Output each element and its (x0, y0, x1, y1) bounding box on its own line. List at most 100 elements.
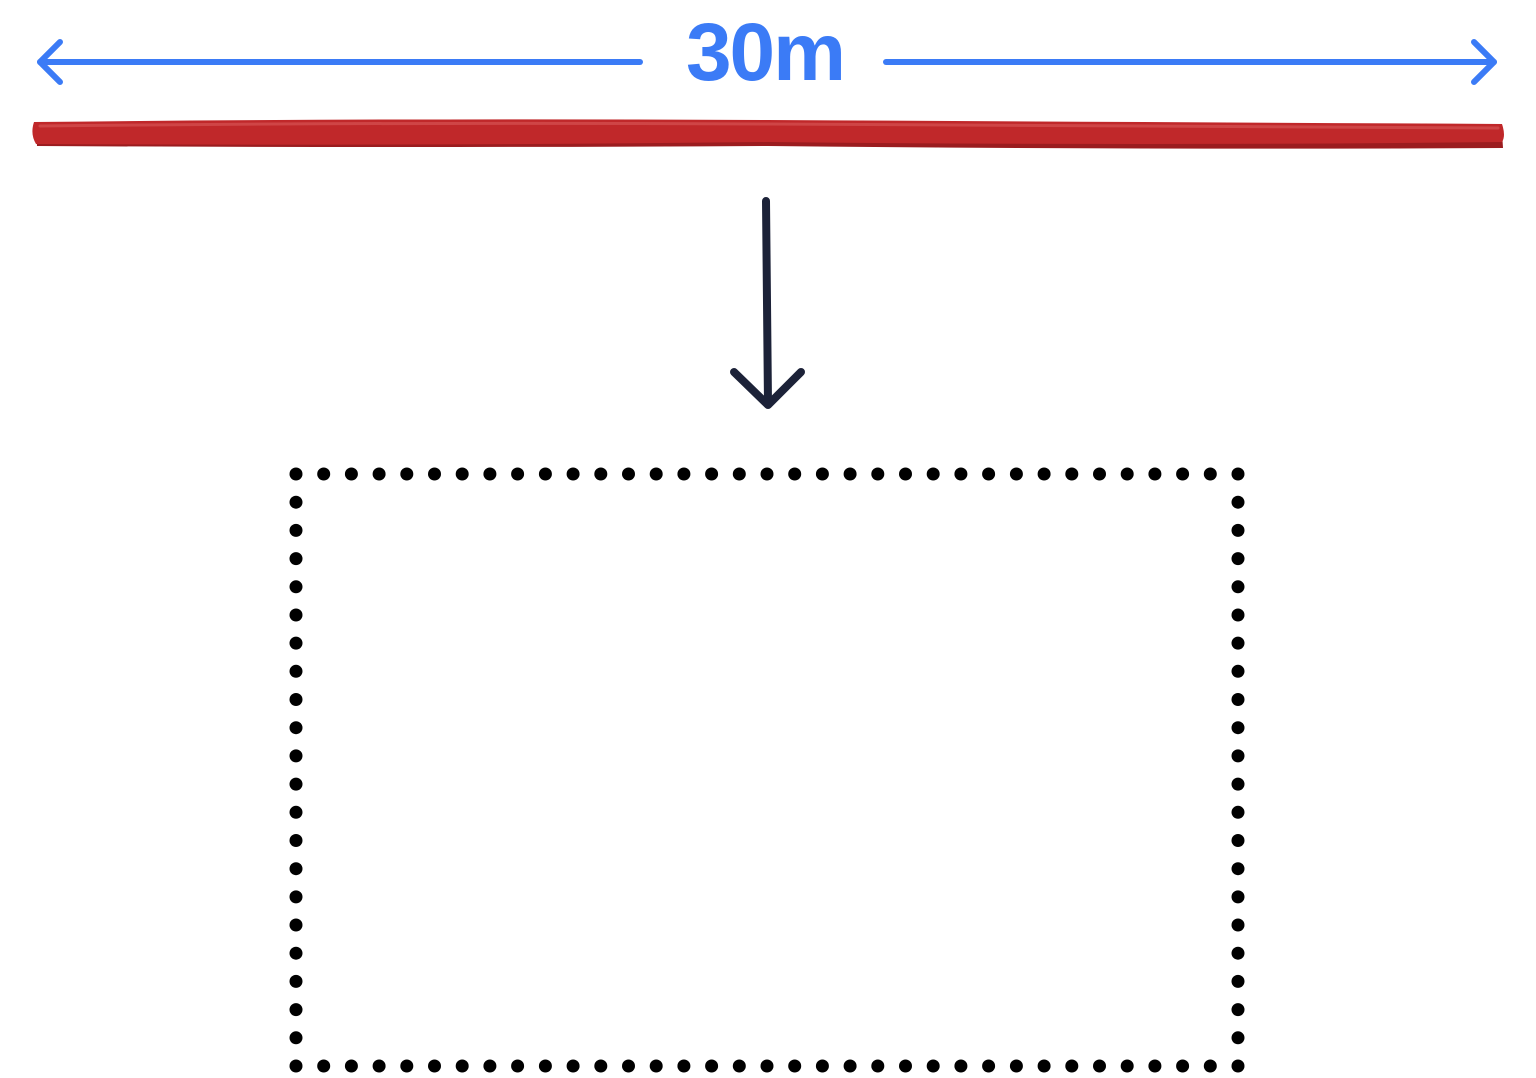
dot (926, 1059, 940, 1073)
dotted-rectangle (289, 467, 1245, 1073)
dot (788, 467, 802, 481)
dot (649, 467, 663, 481)
dot (289, 1003, 303, 1017)
dot (289, 495, 303, 509)
dot (428, 1059, 441, 1073)
dot (400, 1059, 414, 1073)
dot (1148, 1059, 1162, 1073)
dot (1093, 467, 1106, 481)
dot (289, 1059, 303, 1073)
rope (32, 119, 1504, 149)
arrow-right-icon (1471, 39, 1497, 85)
dot (483, 467, 497, 481)
down-arrow-head (730, 368, 805, 409)
dot (1176, 467, 1190, 481)
length-label: 30m (685, 7, 846, 98)
dot (1231, 580, 1245, 594)
dot (1231, 749, 1245, 763)
dot (344, 1059, 358, 1073)
dot (843, 467, 857, 481)
dot (871, 467, 885, 481)
dot (289, 721, 303, 735)
dot (317, 1059, 331, 1073)
arrow-down-icon (730, 197, 805, 409)
dot (1231, 862, 1245, 876)
dot (899, 467, 912, 481)
dot (760, 467, 774, 481)
dot (289, 890, 303, 904)
dot (1231, 636, 1245, 650)
dot (622, 1059, 635, 1073)
dot (1231, 608, 1245, 622)
dot (1231, 523, 1245, 537)
dot (788, 1059, 802, 1073)
dot (1231, 974, 1245, 988)
dot (289, 834, 303, 847)
dot (289, 552, 303, 566)
dot (400, 467, 414, 481)
dot (1065, 1059, 1079, 1073)
dot (677, 467, 691, 481)
dot (871, 1059, 885, 1073)
dot (815, 467, 829, 481)
dot (289, 467, 303, 481)
dot (1231, 495, 1245, 509)
dot (1231, 834, 1245, 847)
dot (1231, 552, 1245, 566)
rope-highlight (38, 121, 1500, 130)
dot (289, 693, 303, 706)
dot (289, 580, 303, 594)
dot (289, 608, 303, 622)
dot (289, 862, 303, 876)
dot (317, 467, 331, 481)
dot (622, 467, 635, 481)
dot (1231, 777, 1245, 791)
dot (954, 1059, 968, 1073)
dot (732, 1059, 746, 1073)
dot (1231, 890, 1245, 904)
dot (594, 1059, 608, 1073)
dot (1231, 805, 1245, 819)
dot (1037, 467, 1051, 481)
dot (1176, 1059, 1190, 1073)
dot (705, 1059, 719, 1073)
dot (677, 1059, 691, 1073)
dot (1231, 918, 1245, 932)
dot (1203, 467, 1217, 481)
dot (455, 467, 469, 481)
dot (1120, 467, 1134, 481)
dot (289, 946, 303, 960)
dot (344, 467, 358, 481)
measure-line-right (883, 39, 1497, 85)
dot (289, 777, 303, 791)
dot (289, 749, 303, 763)
dot (649, 1059, 663, 1073)
dot (1009, 467, 1023, 481)
dot (289, 664, 303, 678)
dot (566, 467, 580, 481)
dot (926, 467, 940, 481)
dot (511, 1059, 525, 1073)
dot (455, 1059, 469, 1073)
dot (289, 918, 303, 932)
dot (732, 467, 746, 481)
dot (428, 467, 441, 481)
dot (899, 1059, 912, 1073)
dot (954, 467, 968, 481)
down-arrow-shaft (762, 197, 772, 408)
dot (511, 467, 525, 481)
dot (982, 467, 996, 481)
dot (815, 1059, 829, 1073)
dot (483, 1059, 497, 1073)
dot (289, 805, 303, 819)
dot (289, 523, 303, 537)
dot (1037, 1059, 1051, 1073)
dot (1009, 1059, 1023, 1073)
dot (705, 467, 719, 481)
dot (372, 467, 386, 481)
dot (289, 974, 303, 988)
arrow-left-icon (37, 39, 63, 85)
dot (1231, 721, 1245, 735)
